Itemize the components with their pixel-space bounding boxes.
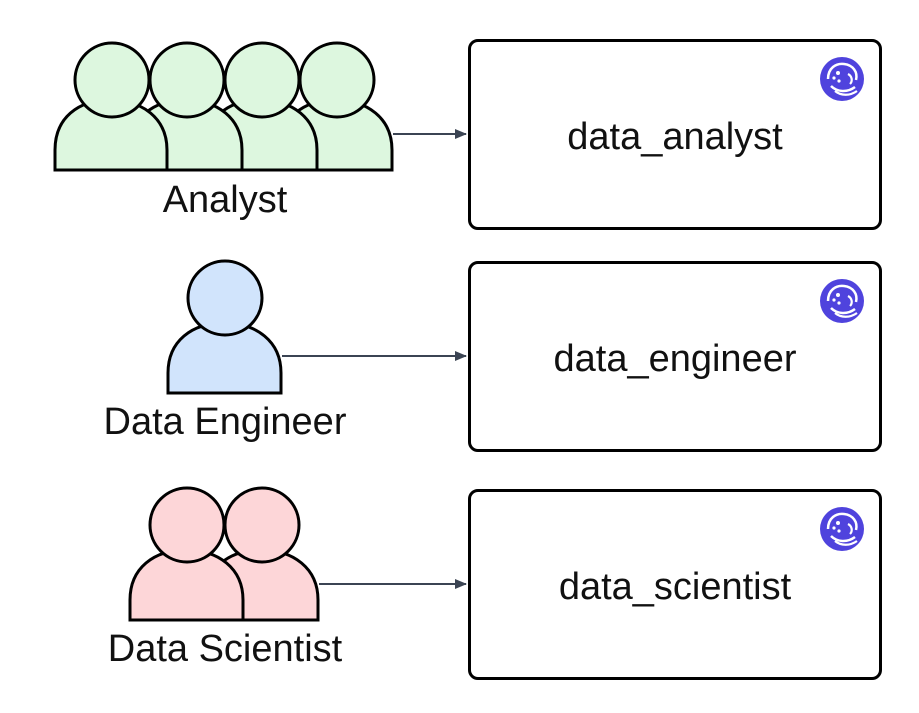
analyst-group-icon	[53, 41, 394, 172]
target-box-data-analyst: data_analyst	[468, 39, 882, 230]
target-name-data-analyst: data_analyst	[567, 116, 783, 158]
octopus-logo-icon	[820, 57, 864, 101]
scientist-person-icon	[128, 486, 245, 622]
octopus-logo-icon	[820, 279, 864, 323]
octopus-logo-icon	[820, 507, 864, 551]
target-box-data-engineer: data_engineer	[468, 261, 882, 452]
role-label-analyst: Analyst	[162, 179, 288, 221]
analyst-person-icon	[53, 41, 169, 172]
role-label-data-scientist: Data Scientist	[107, 628, 343, 670]
target-name-data-scientist: data_scientist	[558, 566, 792, 608]
scientist-group-icon	[128, 486, 320, 622]
engineer-person-icon	[166, 259, 283, 395]
target-box-data-scientist: data_scientist	[468, 489, 882, 680]
role-label-data-engineer: Data Engineer	[103, 401, 347, 443]
target-name-data-engineer: data_engineer	[553, 338, 797, 380]
